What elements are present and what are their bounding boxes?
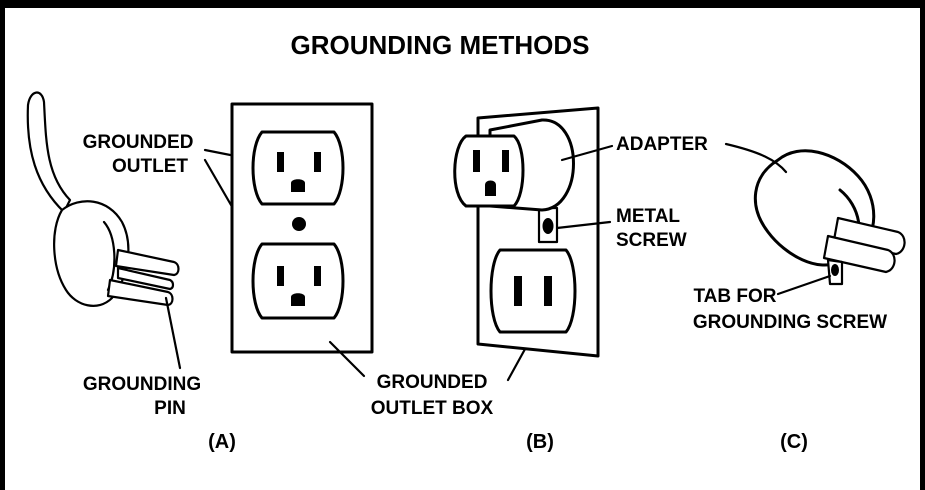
receptacle-b-slot-right xyxy=(544,276,552,306)
receptacle-b-lower-face xyxy=(489,248,577,334)
adapter-c-prong-top xyxy=(832,216,906,256)
grounding-pin-label-line2: PIN xyxy=(154,398,186,419)
adapter-b-ground-hole xyxy=(485,180,496,196)
caption-b: (B) xyxy=(526,431,554,453)
receptacle-top-face xyxy=(251,130,345,206)
duplex-wall-plate xyxy=(230,102,374,354)
tab-label-line1: TAB FOR xyxy=(693,286,776,307)
metal-screw-tab xyxy=(537,206,559,244)
metal-screw-leader xyxy=(555,220,612,230)
receptacle-bottom-face xyxy=(251,242,345,320)
outlet-box-label-line1: GROUNDED xyxy=(377,372,488,393)
receptacle-b-lower xyxy=(489,248,577,334)
wall-plate-with-adapter xyxy=(453,106,600,358)
adapter-plug-c xyxy=(753,149,906,286)
outlet-box-label-line2: OUTLET BOX xyxy=(371,398,494,419)
grounding-tab-hole xyxy=(831,264,839,276)
adapter-c-leader xyxy=(724,142,788,174)
grounding-pin-label-line1: GROUNDING xyxy=(83,374,201,395)
adapter-b-slot-right xyxy=(502,150,509,172)
outlet-box-leader-left xyxy=(328,340,366,378)
adapter-leader xyxy=(560,144,614,162)
adapter-b xyxy=(453,118,575,212)
adapter-c-prong-bottom xyxy=(822,234,896,274)
receptacle-bottom-slot-left xyxy=(277,266,284,286)
power-cord xyxy=(26,91,72,214)
three-prong-plug xyxy=(26,91,180,307)
receptacle-bottom-ground-hole xyxy=(291,293,305,306)
receptacle-top-ground-hole xyxy=(291,179,305,192)
grounding-pin-leader xyxy=(164,296,182,370)
receptacle-top-slot-left xyxy=(277,152,284,172)
grounded-outlet-label-line2: OUTLET xyxy=(112,156,188,177)
receptacle-top-slot-right xyxy=(314,152,321,172)
adapter-b-slot-left xyxy=(473,150,480,172)
wall-plate-screw xyxy=(292,217,306,231)
receptacle-top xyxy=(251,130,345,206)
grounding-pin-shape xyxy=(116,266,175,291)
receptacle-bottom xyxy=(251,242,345,320)
caption-c: (C) xyxy=(780,431,808,453)
metal-screw-head xyxy=(542,218,554,234)
caption-a: (A) xyxy=(208,431,236,453)
figure-title: GROUNDING METHODS xyxy=(291,30,590,60)
metal-screw-label-line1: METAL xyxy=(616,206,680,227)
metal-screw-label-line2: SCREW xyxy=(616,230,687,251)
receptacle-b-slot-left xyxy=(514,276,522,306)
receptacle-bottom-slot-right xyxy=(314,266,321,286)
tab-leader xyxy=(776,274,832,296)
plug-prong-top xyxy=(114,248,180,277)
grounded-outlet-label-line1: GROUNDED xyxy=(83,132,194,153)
adapter-label: ADAPTER xyxy=(616,134,708,155)
tab-label-line2: GROUNDING SCREW xyxy=(693,312,887,333)
